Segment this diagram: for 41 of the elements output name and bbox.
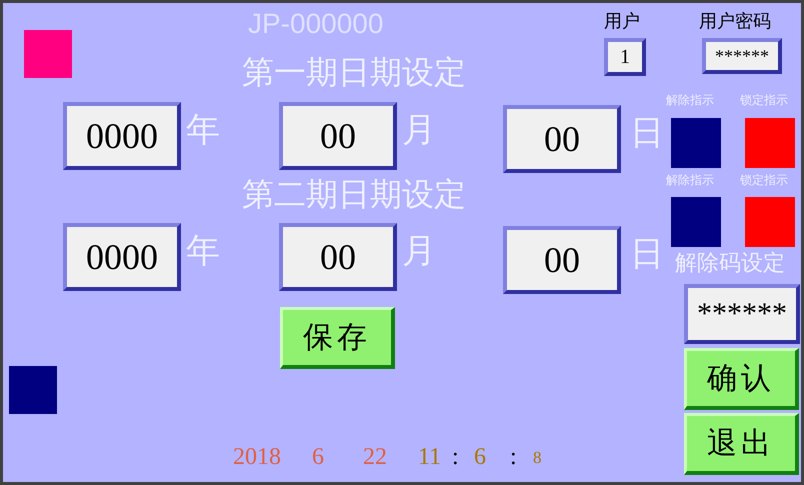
- day-field: 00: [503, 226, 621, 294]
- date-day: 22: [363, 445, 387, 469]
- unit-label: 日: [630, 238, 664, 272]
- unlock-code-field: ******: [684, 284, 800, 344]
- field-label: 用户: [604, 12, 640, 30]
- section-heading: 第一期日期设定: [242, 56, 466, 88]
- indicator-label: 锁定指示: [740, 174, 788, 186]
- indicator-label: 锁定指示: [740, 94, 788, 106]
- user-field: 1: [604, 38, 646, 76]
- save-button: 保存: [280, 307, 395, 369]
- year-field: 0000: [63, 102, 181, 170]
- unit-label: 日: [630, 117, 664, 151]
- unit-label: 月: [402, 235, 436, 269]
- exit-button: 退出: [684, 413, 799, 475]
- unit-label: 年: [186, 114, 220, 148]
- indicator-square: [24, 30, 72, 78]
- section-heading: 第二期日期设定: [242, 178, 466, 210]
- field-label: 解除码设定: [675, 252, 785, 274]
- date-year: 2018: [233, 445, 281, 469]
- day-field: 00: [503, 105, 621, 173]
- time-separator: :: [510, 445, 517, 469]
- year-field: 0000: [63, 223, 181, 291]
- password-field: ******: [702, 38, 782, 74]
- time-minute: 6: [474, 445, 486, 469]
- time-hour: 11: [418, 445, 442, 469]
- unit-label: 月: [402, 114, 436, 148]
- field-label: 用户密码: [699, 12, 771, 30]
- time-second: 8: [533, 449, 542, 466]
- unit-label: 年: [186, 235, 220, 269]
- month-field: 00: [279, 102, 397, 170]
- unlock-indicator: [671, 197, 721, 247]
- month-field: 00: [279, 223, 397, 291]
- indicator-label: 解除指示: [666, 174, 714, 186]
- lock-indicator: [745, 197, 795, 247]
- indicator-square: [9, 366, 57, 414]
- unlock-indicator: [671, 118, 721, 168]
- indicator-label: 解除指示: [666, 94, 714, 106]
- confirm-button: 确认: [684, 348, 799, 410]
- time-separator: :: [452, 445, 459, 469]
- date-month: 6: [312, 445, 324, 469]
- lock-indicator: [745, 118, 795, 168]
